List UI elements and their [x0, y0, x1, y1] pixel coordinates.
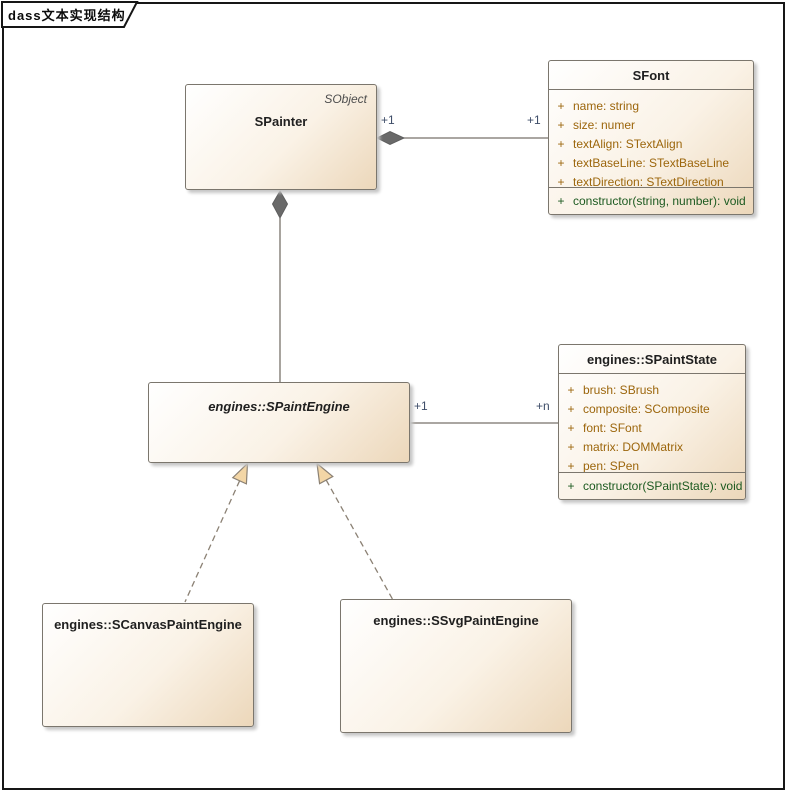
generalization-arrow-icon: [316, 462, 334, 485]
visibility: +: [567, 402, 575, 416]
class-title: engines::SPaintState: [586, 352, 718, 367]
attribute-row: + font: SFont: [559, 419, 745, 438]
multiplicity-label: +1: [381, 113, 395, 127]
composition-diamond-icon: [375, 130, 406, 146]
class-title: engines::SPaintEngine: [208, 399, 350, 414]
operations-compartment: + constructor(SPaintState): void: [559, 473, 745, 496]
attribute-row: + size: numer: [549, 116, 753, 135]
class-title: SPainter: [254, 114, 308, 129]
visibility: +: [567, 383, 575, 397]
attribute-row: + matrix: DOMMatrix: [559, 438, 745, 457]
class-title: SFont: [632, 68, 670, 83]
operation-text: constructor(string, number): void: [573, 194, 746, 208]
stereotype-label: SObject: [324, 92, 367, 106]
operation-text: constructor(SPaintState): void: [583, 479, 743, 493]
visibility: +: [557, 175, 565, 188]
multiplicity-label: +1: [527, 113, 541, 127]
attribute-text: textBaseLine: STextBaseLine: [573, 156, 730, 170]
class-title: engines::SSvgPaintEngine: [373, 613, 539, 628]
attribute-text: brush: SBrush: [583, 383, 660, 397]
visibility: +: [557, 194, 565, 208]
operation-row: + constructor(string, number): void: [549, 192, 753, 211]
class-title: engines::SCanvasPaintEngine: [54, 617, 242, 632]
frame-tab-label: dass文本实现结构: [8, 8, 126, 23]
attributes-compartment: + name: string + size: numer + textAlign…: [549, 90, 753, 188]
attribute-row: + name: string: [549, 97, 753, 116]
class-spaintstate[interactable]: engines::SPaintState + brush: SBrush + c…: [558, 344, 746, 500]
attribute-row: + textAlign: STextAlign: [549, 135, 753, 154]
connector-scanvaspaintengine-realization[interactable]: [184, 462, 249, 603]
attribute-text: textDirection: STextDirection: [573, 175, 724, 188]
attribute-text: font: SFont: [583, 421, 642, 435]
attribute-text: name: string: [573, 99, 640, 113]
visibility: +: [557, 137, 565, 151]
connector-ssvgpaintengine-realization[interactable]: [316, 462, 394, 601]
attribute-text: textAlign: STextAlign: [573, 137, 683, 151]
class-sfont[interactable]: SFont + name: string + size: numer + tex…: [548, 60, 754, 215]
visibility: +: [567, 440, 575, 454]
class-ssvgpaintengine[interactable]: engines::SSvgPaintEngine: [340, 599, 572, 733]
visibility: +: [557, 156, 565, 170]
composition-diamond-icon: [271, 189, 289, 220]
multiplicity-label: +1: [414, 399, 428, 413]
attribute-text: matrix: DOMMatrix: [583, 440, 683, 454]
class-scanvaspaintengine[interactable]: engines::SCanvasPaintEngine: [42, 603, 254, 727]
attribute-row: + pen: SPen: [559, 457, 745, 473]
class-spainter[interactable]: SObject SPainter: [185, 84, 377, 190]
connector-spainter-sfont[interactable]: [375, 130, 548, 146]
connector-spaintengine-spainter[interactable]: [271, 189, 289, 382]
attribute-text: composite: SComposite: [583, 402, 710, 416]
visibility: +: [567, 421, 575, 435]
frame-tab-shape: [1, 1, 139, 28]
attribute-row: + brush: SBrush: [559, 381, 745, 400]
visibility: +: [567, 459, 575, 473]
visibility: +: [557, 99, 565, 113]
class-spaintengine[interactable]: engines::SPaintEngine: [148, 382, 410, 463]
generalization-arrow-icon: [231, 462, 249, 485]
attributes-compartment: + brush: SBrush + composite: SComposite …: [559, 374, 745, 473]
attribute-text: size: numer: [573, 118, 636, 132]
attribute-text: pen: SPen: [583, 459, 640, 473]
attribute-row: + composite: SComposite: [559, 400, 745, 419]
operation-row: + constructor(SPaintState): void: [559, 477, 745, 496]
attribute-row: + textBaseLine: STextBaseLine: [549, 154, 753, 173]
visibility: +: [567, 479, 575, 493]
attribute-row: + textDirection: STextDirection: [549, 173, 753, 188]
visibility: +: [557, 118, 565, 132]
multiplicity-label: +n: [536, 399, 550, 413]
operations-compartment: + constructor(string, number): void: [549, 188, 753, 211]
